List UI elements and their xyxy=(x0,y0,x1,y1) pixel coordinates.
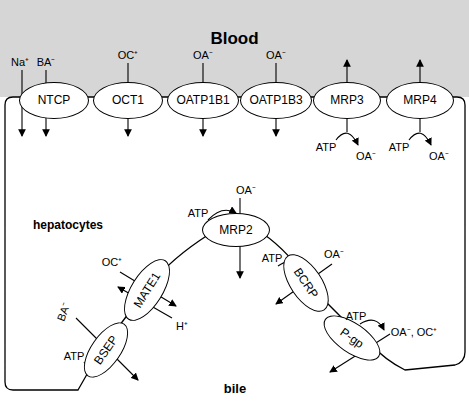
region-name: hepatocytes xyxy=(33,218,103,232)
atp-label: ATP xyxy=(64,351,85,362)
transporter-name: OATP1B3 xyxy=(249,93,302,107)
atp-label: ATP xyxy=(262,253,283,264)
membrane-outline xyxy=(5,97,465,390)
atp-arrow xyxy=(336,133,358,145)
substrate-label: BA⁻ xyxy=(37,57,56,68)
substrate-label: BA⁻ xyxy=(56,301,73,322)
region-name: Blood xyxy=(0,29,469,49)
substrate-label: OA⁻ xyxy=(236,185,256,196)
atp-label: ATP xyxy=(389,142,410,153)
transporter-name: OCT1 xyxy=(112,93,144,107)
transporter-oval: OATP1B3 xyxy=(240,82,312,119)
substrate-label: OA⁻ xyxy=(324,249,344,260)
substrate-label: OA⁻ xyxy=(429,151,449,162)
transporter-name: P-gp xyxy=(338,325,367,351)
transporter-name: MATE1 xyxy=(131,270,164,311)
region-label: bile xyxy=(224,382,246,395)
atp-label: ATP xyxy=(188,208,209,219)
transporter-name: NTCP xyxy=(38,93,71,107)
transporter-name: MRP2 xyxy=(219,223,252,237)
substrate-label: OA⁻, OC⁺ xyxy=(391,327,438,338)
atp-arrow xyxy=(409,133,431,145)
transporter-oval: OATP1B1 xyxy=(167,82,239,119)
substrate-label: OC⁺ xyxy=(102,257,123,268)
substrate-label: OA⁻ xyxy=(356,151,376,162)
substrate-label: OA⁻ xyxy=(266,50,286,61)
transporter-oval: MRP2 xyxy=(202,213,270,247)
transporter-oval: NTCP xyxy=(19,82,89,119)
transporter-name: OATP1B1 xyxy=(176,93,229,107)
transporter-oval: MRP3 xyxy=(313,82,381,119)
transporter-name: BCRP xyxy=(291,265,321,300)
substrate-label: OA⁻ xyxy=(193,50,213,61)
substrate-label: OC⁺ xyxy=(118,50,139,61)
transporter-name: MRP3 xyxy=(330,93,363,107)
transporter-name: BSEP xyxy=(91,333,121,367)
transporter-oval: OCT1 xyxy=(93,82,163,119)
transporter-oval: BSEP xyxy=(75,315,136,385)
atp-label: ATP xyxy=(346,311,367,322)
transporter-oval: MRP4 xyxy=(386,82,454,119)
ion-label: H⁺ xyxy=(176,321,188,332)
atp-label: ATP xyxy=(316,142,337,153)
blood-region: Blood xyxy=(0,0,469,97)
ion-label: Na⁺ xyxy=(11,57,29,68)
transporter-name: MRP4 xyxy=(403,93,436,107)
